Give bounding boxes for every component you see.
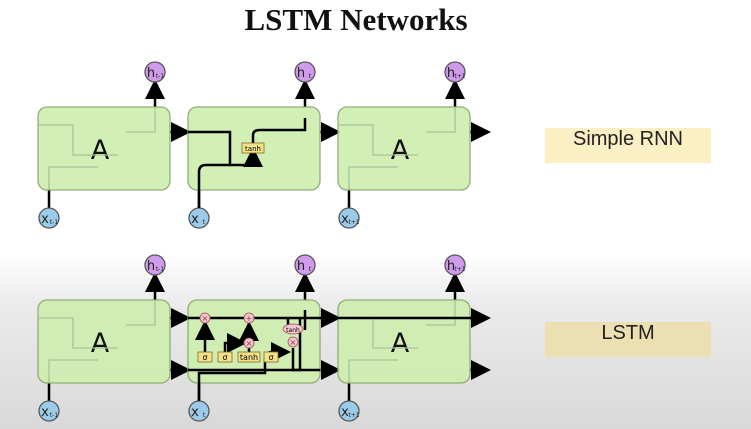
rnn-tanh-out: [251, 118, 307, 143]
rnn-input-path: [197, 163, 230, 208]
rnn-h-1-text: h: [297, 66, 305, 81]
lstm-label: LSTM: [545, 322, 711, 357]
lstm-h-2: [444, 254, 466, 276]
lstm-op-2: [243, 337, 255, 349]
lstm-gate-text-0: σ: [202, 353, 207, 362]
rnn-x-0-sub: t-1: [50, 219, 59, 226]
lstm-op-text-2: ×: [246, 339, 253, 348]
lstm-output-tanh-text: tanh: [286, 327, 300, 334]
lstm-gate-text-2: tanh: [240, 353, 258, 362]
lstm-x-1-sub: t: [203, 412, 206, 419]
lstm-h-0-sub: t-1: [156, 266, 165, 273]
lstm-x-1-text: x: [191, 405, 199, 420]
lstm-op-1: [243, 312, 255, 324]
rnn-x-2-sub: t+1: [348, 219, 359, 226]
lstm-op-text-0: ×: [202, 314, 209, 323]
lstm-gate-1: [217, 351, 233, 363]
rnn-h-2: [444, 61, 466, 83]
rnn-h-1-sub: t: [309, 73, 312, 80]
lstm-x-0-text: x: [41, 405, 49, 420]
lstm-x-2-text: x: [341, 405, 349, 420]
lstm-h-1: [294, 254, 316, 276]
lstm-op-text-1: +: [246, 314, 253, 323]
rnn-x-1-sub: t: [203, 219, 206, 226]
lstm-gate-2: [237, 351, 261, 363]
rnn-x-0: [38, 207, 60, 229]
rnn-h-2-text: h: [447, 66, 455, 81]
lstm-h-1-text: h: [297, 259, 305, 274]
rnn-faded-path-2: [338, 107, 456, 190]
rnn-h-0-sub: t-1: [156, 73, 165, 80]
rnn-h-2-sub: t+1: [454, 73, 465, 80]
lstm-h-2-text: h: [447, 259, 455, 274]
lstm-input-gate: [223, 333, 247, 353]
rnn-x-0-text: x: [41, 212, 49, 227]
rnn-cell-label-0: A: [91, 135, 110, 166]
lstm-gate-3: [263, 351, 279, 363]
lstm-cell-0: [37, 299, 171, 384]
lstm-gate-0: [197, 351, 213, 363]
lstm-x-2: [338, 400, 360, 422]
lstm-gate-text-3: σ: [268, 353, 273, 362]
rnn-x-2-text: x: [341, 212, 349, 227]
rnn-faded-path-0: [38, 107, 156, 190]
rnn-h-1: [294, 61, 316, 83]
lstm-op-0: [199, 312, 211, 324]
lstm-gate-text-1: σ: [222, 353, 227, 362]
rnn-cell-2: [337, 106, 471, 191]
lstm-cell-label-0: A: [91, 328, 110, 359]
rnn-tanh-gate: [241, 142, 265, 154]
rnn-cell-label-2: A: [391, 135, 410, 166]
simple-rnn-label: Simple RNN: [545, 128, 711, 163]
rnn-x-1-text: x: [191, 212, 199, 227]
lstm-x-2-sub: t+1: [348, 412, 359, 419]
lstm-h-2-sub: t+1: [454, 266, 465, 273]
lstm-h-0: [144, 254, 166, 276]
lstm-output-tanh: [282, 323, 304, 335]
rnn-tanh-text: tanh: [245, 145, 261, 153]
slide-title: LSTM Networks: [244, 2, 468, 37]
lstm-faded-path-0: [38, 300, 156, 383]
rnn-x-2: [338, 207, 360, 229]
lstm-cell-2: [337, 299, 471, 384]
lstm-cell-label-2: A: [391, 328, 410, 359]
lstm-h-0-text: h: [147, 259, 155, 274]
lstm-op-text-3: ×: [290, 338, 297, 347]
rnn-h-0-text: h: [147, 66, 155, 81]
lstm-x-0: [38, 400, 60, 422]
rnn-cell-0: [37, 106, 171, 191]
rnn-h-0: [144, 61, 166, 83]
lstm-x-0-sub: t-1: [50, 412, 59, 419]
lstm-op-3: [287, 336, 299, 348]
lstm-hidden-up: [286, 310, 307, 330]
lstm-output-path: [291, 348, 320, 372]
lstm-h-1-sub: t: [309, 266, 312, 273]
